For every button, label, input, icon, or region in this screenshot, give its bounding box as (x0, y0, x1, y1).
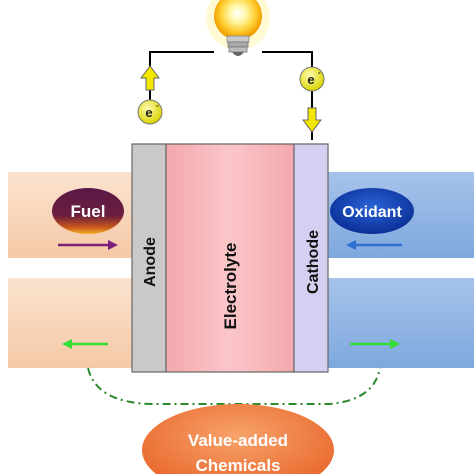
fuel-inflow-arrow (58, 240, 118, 250)
cathode-layer (293, 143, 329, 373)
electron-right-icon: e - (299, 66, 325, 92)
fuel-outlet-channel (8, 278, 132, 368)
products-label-line2: Chemicals (195, 456, 280, 474)
arrow-down-icon (302, 107, 322, 133)
circuit-wire (149, 51, 214, 112)
oxidant-outlet-channel (328, 278, 474, 368)
anode-layer (131, 143, 167, 373)
product-collection-line (87, 367, 381, 405)
fuel-label: Fuel (71, 202, 106, 221)
oxidant-label: Oxidant (342, 204, 402, 221)
arrow-up-icon (140, 65, 160, 91)
electron-left-label: e (145, 105, 152, 120)
oxidant-outflow-arrow (350, 339, 400, 349)
anode-label: Anode (142, 237, 159, 287)
electron-left-icon: e - (137, 99, 163, 125)
svg-text:-: - (156, 101, 159, 110)
oxidant-badge: Oxidant (330, 188, 414, 234)
electrolyte-layer (165, 143, 295, 373)
fuel-outflow-arrow (62, 339, 108, 349)
lightbulb-icon (206, 0, 270, 56)
circuit-wire-right (262, 51, 313, 140)
electrolyte-label: Electrolyte (221, 243, 240, 330)
svg-text:-: - (318, 68, 321, 77)
electron-right-label: e (307, 72, 314, 87)
value-added-chemicals-badge: Value-added Chemicals (142, 404, 334, 474)
cathode-label: Cathode (305, 230, 322, 294)
oxidant-inflow-arrow (346, 240, 402, 250)
products-label-line1: Value-added (188, 431, 288, 450)
fuel-badge: Fuel (52, 188, 124, 234)
